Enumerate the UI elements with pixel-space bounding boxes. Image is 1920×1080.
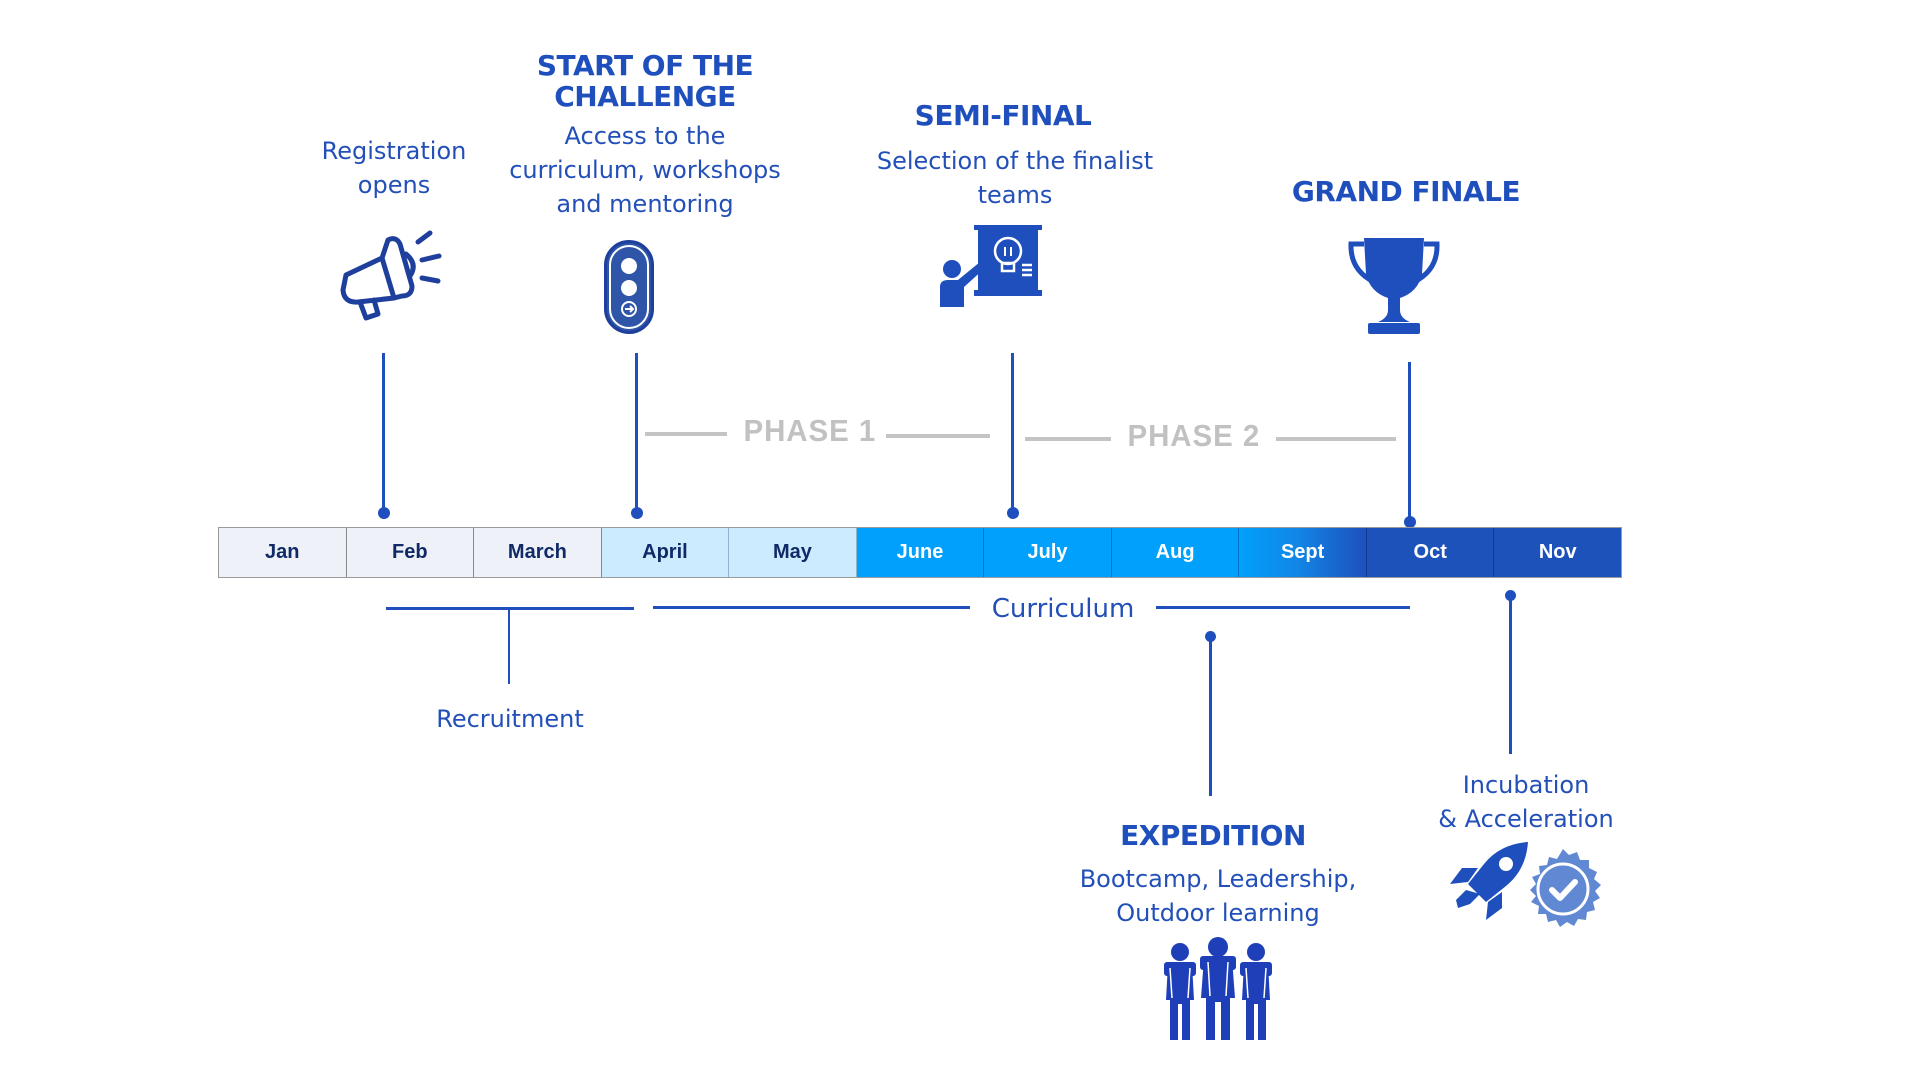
month-cell-feb: Feb bbox=[346, 528, 475, 577]
month-cell-july: July bbox=[984, 528, 1112, 577]
expedition-title: EXPEDITION bbox=[1120, 819, 1306, 852]
semifinal-connector bbox=[1011, 353, 1014, 509]
recruitment-label: Recruitment bbox=[436, 705, 584, 733]
incubation-connector bbox=[1509, 596, 1512, 754]
incubation-description: Incubation & Acceleration bbox=[1438, 771, 1614, 833]
month-cell-june: June bbox=[856, 528, 985, 577]
finale-connector bbox=[1408, 362, 1411, 518]
month-cell-aug: Aug bbox=[1111, 528, 1240, 577]
month-cell-sept: Sept bbox=[1239, 528, 1367, 577]
month-cell-may: May bbox=[729, 528, 857, 577]
traffic-light-icon bbox=[604, 240, 654, 334]
month-cell-oct: Oct bbox=[1366, 528, 1495, 577]
curriculum-line-right bbox=[1156, 606, 1410, 609]
phase1-label: PHASE 1 bbox=[743, 413, 877, 448]
hikers-group-icon bbox=[1164, 937, 1272, 1040]
recruitment-stem bbox=[508, 608, 510, 684]
month-cell-april: April bbox=[601, 528, 730, 577]
phase2-line-left bbox=[1025, 437, 1111, 441]
semifinal-title: SEMI-FINAL bbox=[914, 99, 1092, 132]
registration-connector bbox=[382, 353, 385, 509]
verified-badge-icon bbox=[1530, 849, 1601, 927]
start-connector bbox=[635, 353, 638, 509]
phase1-line-left bbox=[645, 432, 727, 436]
trophy-icon bbox=[1348, 238, 1440, 334]
curriculum-line-left bbox=[653, 606, 970, 609]
megaphone-icon bbox=[340, 230, 442, 321]
incubation-dot bbox=[1505, 590, 1516, 601]
presentation-idea-icon bbox=[940, 225, 1042, 307]
rocket-icon bbox=[1450, 842, 1528, 920]
semifinal-dot bbox=[1007, 507, 1019, 519]
phase1-line-right bbox=[886, 434, 990, 438]
phase2-line-right bbox=[1276, 437, 1396, 441]
expedition-description: Bootcamp, Leadership, Outdoor learning bbox=[1079, 865, 1357, 927]
start-dot bbox=[631, 507, 643, 519]
finale-dot bbox=[1404, 516, 1416, 528]
start-description: Access to the curriculum, workshops and … bbox=[509, 122, 781, 218]
semifinal-description: Selection of the finalist teams bbox=[876, 147, 1154, 209]
curriculum-label: Curriculum bbox=[991, 594, 1135, 624]
phase2-label: PHASE 2 bbox=[1127, 418, 1261, 453]
expedition-connector bbox=[1209, 636, 1212, 796]
start-title: START OF THE CHALLENGE bbox=[536, 49, 754, 113]
month-cell-jan: Jan bbox=[219, 528, 347, 577]
recruitment-bracket bbox=[386, 607, 634, 610]
registration-description: Registration opens bbox=[321, 137, 467, 199]
registration-dot bbox=[378, 507, 390, 519]
finale-title: GRAND FINALE bbox=[1291, 175, 1521, 208]
month-cell-march: March bbox=[474, 528, 602, 577]
month-cell-nov: Nov bbox=[1494, 528, 1622, 577]
